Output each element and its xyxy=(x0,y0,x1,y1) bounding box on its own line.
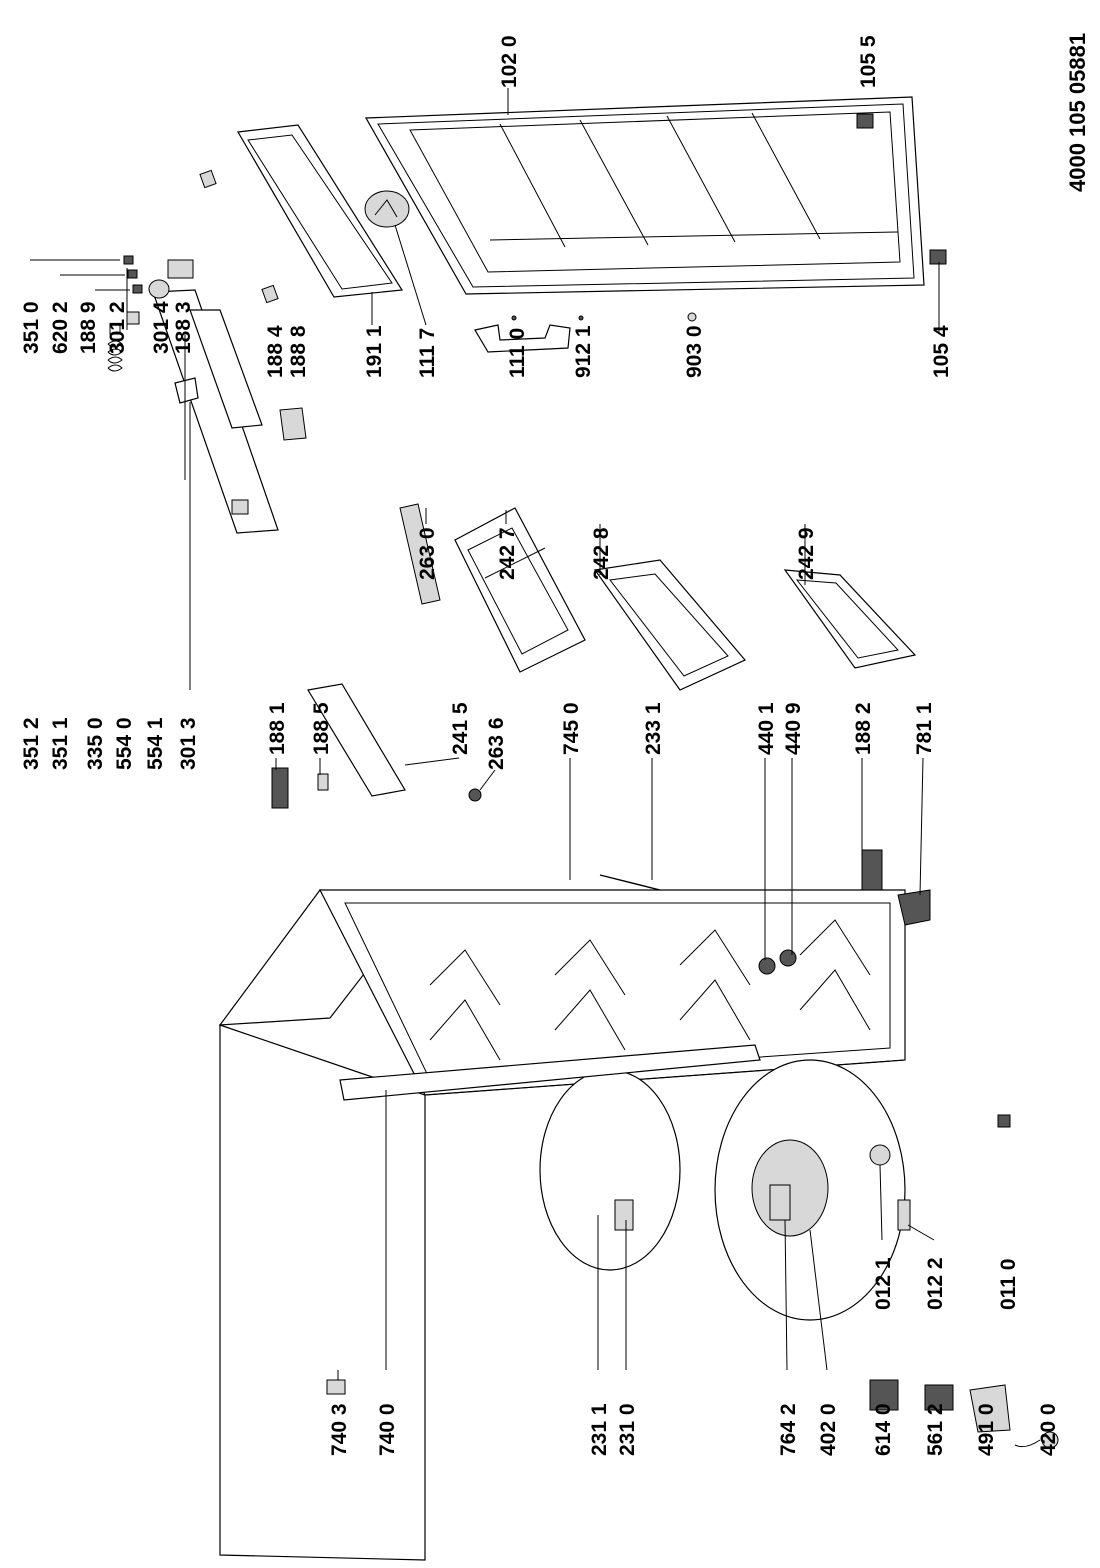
label-4409: 440 9 xyxy=(782,702,805,755)
label-1881: 188 1 xyxy=(266,702,289,755)
drawer-2429 xyxy=(783,569,917,669)
label-1911: 191 1 xyxy=(363,325,386,378)
bracket-1881 xyxy=(271,767,289,809)
cover-4910 xyxy=(969,1384,1011,1433)
label-1883: 188 3 xyxy=(172,301,195,354)
label-4910: 491 0 xyxy=(975,1403,998,1456)
label-6140: 614 0 xyxy=(872,1403,895,1456)
label-0121: 012 1 xyxy=(872,1257,895,1310)
pin-1885 xyxy=(317,773,329,791)
drawing-number: 4000 105 05881 xyxy=(1065,33,1090,192)
part-labels: 102 0 105 5 4000 105 05881 351 0 620 2 1… xyxy=(20,33,1090,1456)
label-2630: 263 0 xyxy=(416,527,439,580)
label-9030: 903 0 xyxy=(683,325,706,378)
label-3012: 301 2 xyxy=(106,301,129,354)
label-4020: 402 0 xyxy=(817,1403,840,1456)
label-2331: 233 1 xyxy=(642,702,665,755)
label-1055: 105 5 xyxy=(857,35,880,88)
label-3350: 335 0 xyxy=(84,717,107,770)
label-5540: 554 0 xyxy=(113,717,136,770)
door-assembly xyxy=(364,96,925,295)
relay-6140 xyxy=(869,1379,899,1411)
label-0122: 012 2 xyxy=(924,1257,947,1310)
screw-9030 xyxy=(687,312,697,322)
label-2636: 263 6 xyxy=(485,717,508,770)
rail-2331 xyxy=(599,874,661,891)
label-7400: 740 0 xyxy=(376,1403,399,1456)
label-1020: 102 0 xyxy=(498,35,521,88)
cap-1883 xyxy=(199,169,217,189)
label-3511: 351 1 xyxy=(49,717,72,770)
wedge-7811 xyxy=(897,889,931,926)
label-2429: 242 9 xyxy=(795,527,818,580)
label-3510: 351 0 xyxy=(20,301,43,354)
label-7403: 740 3 xyxy=(328,1403,351,1456)
label-9121: 912 1 xyxy=(572,325,595,378)
label-3013: 301 3 xyxy=(177,717,200,770)
hinge-bottom xyxy=(929,249,947,265)
cable-4200 xyxy=(1014,1431,1059,1449)
label-7450: 745 0 xyxy=(560,702,583,755)
foot-0110 xyxy=(997,1114,1011,1128)
bracket-1882 xyxy=(861,849,883,891)
knob-2636 xyxy=(468,788,482,802)
label-2415: 241 5 xyxy=(449,702,472,755)
label-5612: 561 2 xyxy=(924,1403,947,1456)
hinge-top xyxy=(856,113,874,129)
label-2311: 231 1 xyxy=(588,1403,611,1456)
cap-1884 xyxy=(261,284,279,304)
thermostat-5612 xyxy=(924,1384,954,1411)
control-panel xyxy=(107,255,279,534)
lamp-4401 xyxy=(758,949,797,975)
label-1884: 188 4 xyxy=(264,325,287,378)
label-1117: 111 7 xyxy=(416,328,439,378)
leader-lines xyxy=(30,88,940,1380)
label-3014: 301 4 xyxy=(150,301,173,354)
label-5541: 554 1 xyxy=(144,717,167,770)
label-4401: 440 1 xyxy=(755,702,778,755)
evaporator-cutaway xyxy=(539,1069,681,1271)
label-plate xyxy=(279,407,307,441)
label-1054: 105 4 xyxy=(930,325,953,378)
spacer-0122 xyxy=(897,1199,911,1231)
label-4200: 420 0 xyxy=(1037,1403,1060,1456)
label-1110: 111 0 xyxy=(506,328,529,378)
label-0110: 011 0 xyxy=(997,1259,1020,1310)
label-1889: 188 9 xyxy=(77,301,100,354)
door-handle xyxy=(474,315,584,353)
door-gasket xyxy=(237,124,404,298)
label-7811: 781 1 xyxy=(913,702,936,755)
label-6202: 620 2 xyxy=(49,301,72,354)
label-2310: 231 0 xyxy=(616,1403,639,1456)
drawer-2428 xyxy=(593,559,746,691)
label-1888: 188 8 xyxy=(287,325,310,378)
label-3512: 351 2 xyxy=(20,717,43,770)
condenser xyxy=(326,1044,761,1395)
divider-2630 xyxy=(399,503,441,605)
label-1882: 188 2 xyxy=(852,702,875,755)
logo-badge xyxy=(364,190,410,228)
drawer-2427 xyxy=(454,507,586,673)
cabinet xyxy=(218,889,906,1561)
label-1885: 188 5 xyxy=(310,702,333,755)
label-2427: 242 7 xyxy=(496,527,519,580)
label-2428: 242 8 xyxy=(590,527,613,580)
dryer xyxy=(769,1184,791,1221)
label-7642: 764 2 xyxy=(777,1403,800,1456)
top-drawer-2415 xyxy=(307,683,406,797)
